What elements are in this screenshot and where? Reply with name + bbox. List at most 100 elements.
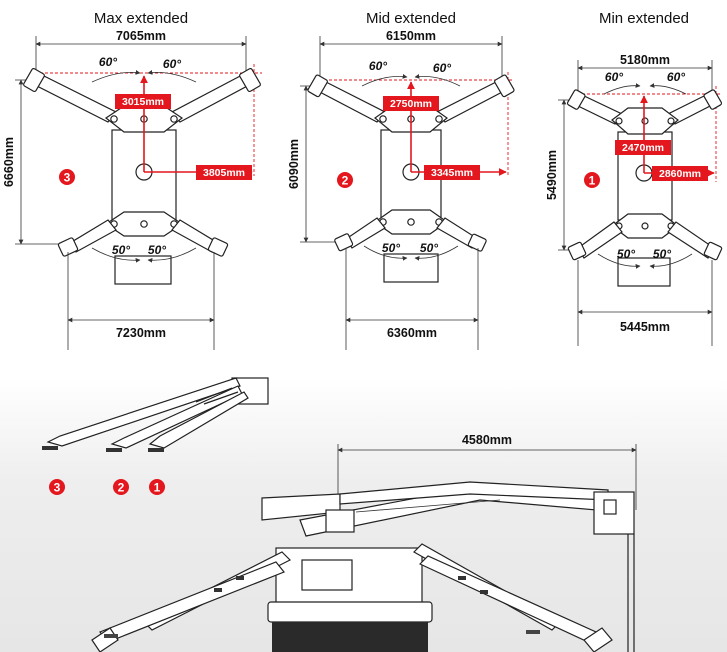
side-leg-position-1: [148, 391, 249, 449]
foot-pad: [42, 446, 58, 450]
angle-label: 50°: [617, 247, 635, 261]
angle-label: 50°: [382, 241, 400, 255]
reach-up-badge: [115, 94, 171, 109]
config-title: Max extended: [94, 10, 188, 27]
track-undercarriage: [272, 622, 428, 652]
height-label: 6660mm: [2, 137, 16, 187]
angle-label: 60°: [605, 70, 623, 84]
outrigger-leg: [171, 73, 252, 123]
side-leg-position-3: [46, 377, 241, 447]
bottom-width-label: 7230mm: [116, 326, 166, 340]
angle-arc: [414, 245, 459, 261]
right-outrigger-foot: [583, 627, 613, 652]
outrigger-leg: [577, 221, 623, 259]
reach-side-label: 3805mm: [203, 167, 245, 179]
foot-pad: [148, 448, 164, 452]
top-width-label: 6150mm: [386, 29, 436, 43]
angle-arc: [147, 70, 197, 83]
angle-arc: [414, 74, 461, 87]
angle-label: 60°: [369, 59, 387, 73]
config-min-extended: Min extended 5180mm 5490mm 2470mm 2860m: [545, 10, 723, 346]
angle-arc: [91, 247, 141, 263]
reach-side-label: 2860mm: [659, 168, 701, 180]
position-badge-3: [49, 479, 65, 495]
config-number-badge: [337, 172, 353, 188]
outrigger-leg: [436, 79, 507, 123]
outrigger-foot: [23, 67, 45, 93]
top-width-label: 7065mm: [116, 29, 166, 43]
reach-side-badge: [196, 165, 252, 180]
height-label: 5490mm: [545, 150, 559, 200]
reach-up-badge: [383, 96, 439, 111]
outrigger-leg: [69, 219, 117, 253]
outrigger-foot: [703, 89, 723, 110]
angle-arc: [147, 247, 197, 263]
foot-pad: [106, 448, 122, 452]
outrigger-foot: [494, 74, 515, 98]
outrigger-foot: [307, 74, 328, 98]
outrigger-foot: [567, 241, 587, 261]
left-outrigger-label: [104, 634, 118, 638]
svg-text:3: 3: [54, 481, 61, 495]
config-number-badge: [584, 172, 600, 188]
angle-label: 50°: [653, 247, 671, 261]
bottom-width-label: 5445mm: [620, 320, 670, 334]
config-number-badge: [59, 169, 75, 185]
outrigger-foot: [467, 233, 487, 252]
cylinder-lines: [195, 387, 239, 405]
angle-arc: [649, 83, 687, 95]
bottom-width-label: 6360mm: [387, 326, 437, 340]
top-width-label: 5180mm: [620, 53, 670, 67]
reach-up-label: 2750mm: [390, 98, 432, 110]
boom-reach-label: 4580mm: [462, 433, 512, 447]
angle-arc: [597, 253, 641, 269]
engine-panel: [301, 559, 353, 591]
angle-label: 50°: [420, 241, 438, 255]
outrigger-leg: [32, 73, 117, 123]
outrigger-foot: [207, 237, 229, 257]
angle-label: 60°: [667, 70, 685, 84]
position-badge-1: [149, 479, 165, 495]
svg-text:1: 1: [589, 174, 596, 188]
outrigger-foot: [703, 241, 723, 261]
boom-head-detail: [603, 499, 617, 515]
reach-up-label: 2470mm: [622, 142, 664, 154]
config-max-extended: Max extended 7065mm 6660mm: [2, 10, 262, 350]
tracks: [267, 601, 433, 623]
right-outrigger-label: [526, 630, 540, 634]
winch-box: [325, 509, 355, 533]
angle-label: 60°: [99, 55, 117, 69]
angle-label: 60°: [433, 61, 451, 75]
outrigger-foot: [239, 67, 261, 93]
outrigger-mark: [236, 576, 244, 580]
boom-base: [114, 255, 172, 285]
angle-arc: [649, 253, 693, 269]
reach-up-label: 3015mm: [122, 96, 164, 108]
reach-side-badge: [424, 165, 480, 180]
boom-cylinder: [355, 499, 501, 513]
config-mid-extended: Mid extended 6150mm 6090mm 2750mm 3345m: [287, 10, 515, 350]
reach-up-badge: [615, 140, 671, 155]
svg-text:3: 3: [64, 171, 71, 185]
reach-side-badge: [652, 166, 708, 181]
boom-base: [383, 253, 439, 283]
outrigger-foot: [334, 233, 354, 252]
angle-label: 50°: [148, 243, 166, 257]
outrigger-mark: [480, 590, 488, 594]
outrigger-leg: [315, 79, 386, 123]
config-title: Min extended: [599, 10, 689, 27]
angle-arc: [603, 83, 641, 95]
angle-label: 60°: [163, 57, 181, 71]
angle-arc: [363, 245, 408, 261]
outrigger-leg: [345, 217, 386, 249]
outrigger-foot: [566, 89, 586, 110]
position-badge-2: [113, 479, 129, 495]
config-title: Mid extended: [366, 10, 456, 27]
reach-side-label: 3345mm: [431, 167, 473, 179]
boom-base: [617, 257, 671, 287]
angle-arc: [361, 74, 408, 87]
machine-side-view: 4580mm: [91, 433, 637, 652]
svg-text:2: 2: [342, 174, 349, 188]
